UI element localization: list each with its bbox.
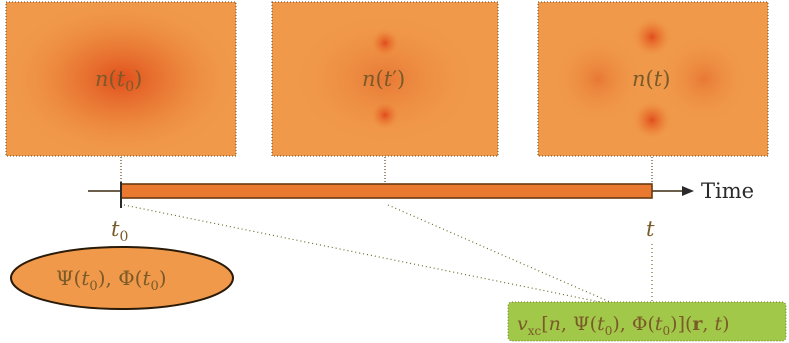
memory-line-t0 — [123, 204, 601, 303]
memory-bar — [120, 183, 653, 199]
initial-state-label: Ψ(t0), Φ(t0) — [56, 266, 167, 294]
panel-label-t0: n(t0) — [95, 67, 142, 95]
axis-arrowhead — [682, 186, 694, 196]
panel-label-t: n(t) — [632, 67, 670, 91]
density-blob-top — [632, 17, 672, 57]
density-blob-bottom — [370, 100, 400, 130]
axis-label: Time — [701, 179, 754, 203]
panel-label-tprime: n(t′) — [362, 67, 405, 91]
tick-label-t0: t0 — [111, 217, 128, 245]
density-panel-t: n(t) — [537, 1, 769, 157]
density-blob-top — [370, 28, 400, 58]
xc-functional-box: vxc[n, Ψ(t0), Φ(t0)](r, t) — [507, 301, 787, 342]
time-axis: Time — [88, 179, 754, 208]
density-panel-t0: n(t0) — [1, 0, 241, 161]
tick-label-t: t — [646, 217, 655, 241]
initial-state-ellipse: Ψ(t0), Φ(t0) — [10, 246, 234, 310]
density-blob-bottom — [632, 100, 672, 140]
memory-line-tprime — [387, 204, 611, 303]
density-panel-tprime: n(t′) — [271, 1, 499, 157]
xc-functional-label: vxc[n, Ψ(t0), Φ(t0)](r, t) — [517, 313, 730, 338]
density-core — [1, 0, 241, 161]
